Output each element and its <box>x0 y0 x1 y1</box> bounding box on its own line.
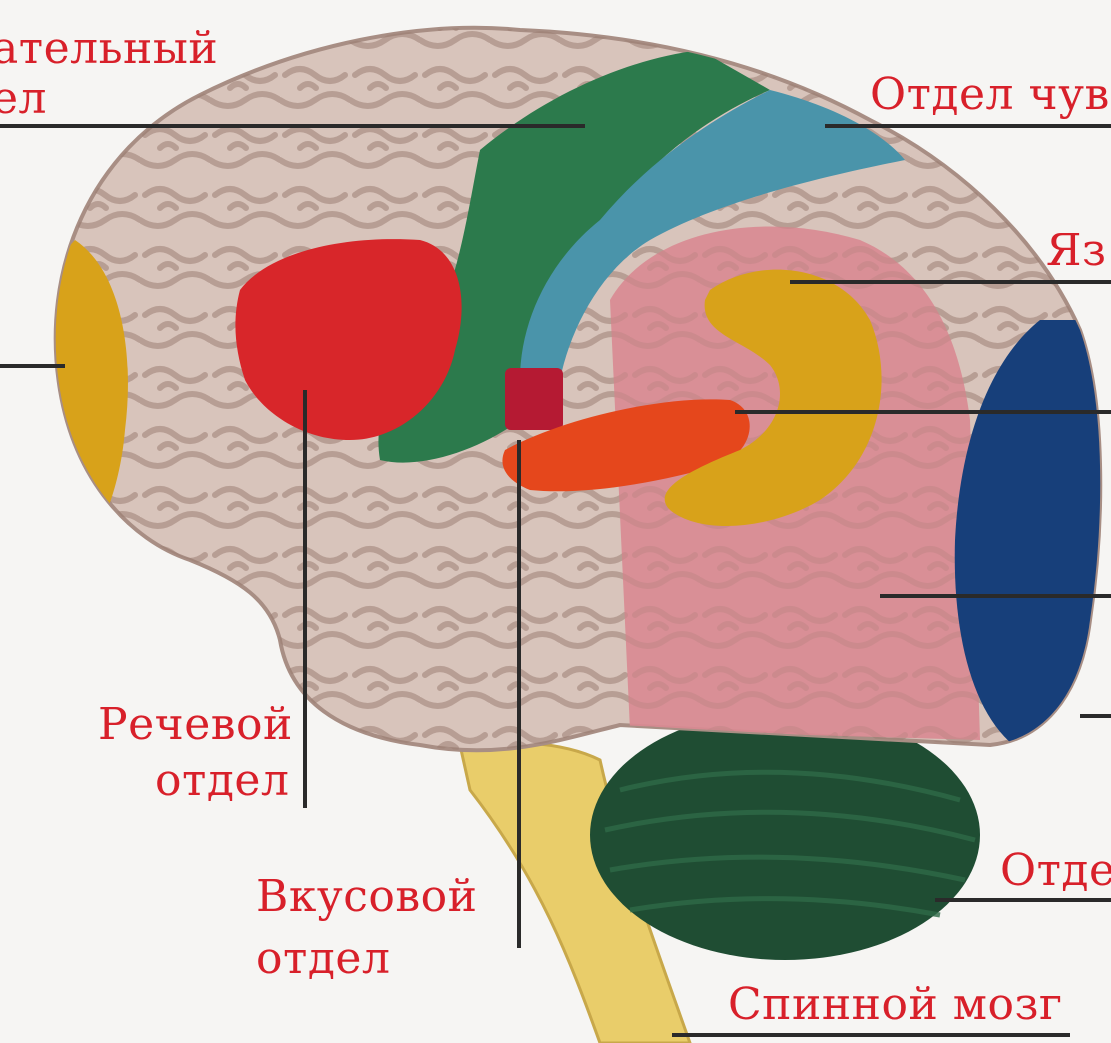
taste-label-line2: отдел <box>256 934 390 984</box>
sensory-label: Отдел чув <box>870 70 1110 120</box>
taste-label-line1: Вкусовой <box>256 872 477 922</box>
motor-label-line1: ательный <box>0 24 218 74</box>
taste-region <box>505 368 563 430</box>
cerebellum-region <box>590 710 980 960</box>
spinal-cord-label: Спинной мозг <box>728 980 1063 1030</box>
cerebellum-label: Отде <box>1000 846 1111 896</box>
speech-label-line2: отдел <box>155 756 289 806</box>
speech-label-line1: Речевой <box>98 700 293 750</box>
motor-label-line2: ел <box>0 74 47 124</box>
speech-area-label: Яз <box>1046 226 1107 276</box>
